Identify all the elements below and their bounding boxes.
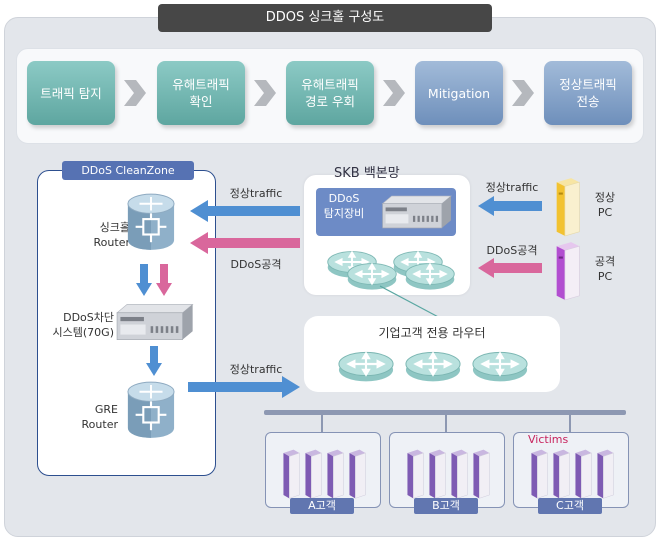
arrow-left-blue-icon	[478, 196, 542, 216]
detect-server-icon	[378, 192, 454, 232]
flow-step-normal-send: 정상트래픽 전송	[544, 61, 632, 125]
backbone-link-line	[379, 285, 445, 321]
attack-pc-label: 공격 PC	[594, 255, 616, 283]
normal-traffic-right-label: 정상traffic	[485, 181, 539, 194]
customer-server-icon	[404, 448, 426, 500]
customer-server-icon	[448, 448, 470, 500]
chevron-right-icon	[124, 80, 146, 106]
customer-server-icon	[324, 448, 346, 500]
customer-server-icon	[470, 448, 492, 500]
sinkhole-router-label: 싱크홀 Router	[93, 221, 130, 249]
customer-server-icon	[346, 448, 368, 500]
sinkhole-router-icon	[126, 192, 176, 252]
victim-server-icon	[528, 448, 550, 500]
victim-server-icon	[550, 448, 572, 500]
arrow-down-blue-icon	[146, 346, 162, 376]
chevron-right-icon	[383, 80, 405, 106]
customer-a-label: A고객	[290, 498, 354, 514]
flow-step-harmful-confirm: 유해트래픽 확인	[157, 61, 245, 125]
gre-router-label: GRE Router	[81, 403, 118, 431]
ddos-attack-right-label: DDoS공격	[486, 244, 538, 257]
gre-router-icon	[126, 380, 176, 440]
customer-c-label: C고객	[538, 498, 602, 514]
corp-router-icon	[471, 344, 529, 384]
customer-server-icon	[280, 448, 302, 500]
victims-label: Victims	[528, 433, 569, 446]
customer-b-label: B고객	[414, 498, 478, 514]
chevron-right-icon	[512, 80, 534, 106]
attack-pc-icon	[552, 240, 582, 302]
chevron-right-icon	[254, 80, 276, 106]
normal-pc-icon	[552, 176, 582, 238]
arrow-down-blue-icon	[136, 264, 152, 296]
corp-router-title: 기업고객 전용 라우터	[378, 326, 486, 340]
ddos-block-server-icon	[112, 300, 196, 344]
arrow-right-blue-icon	[188, 376, 300, 398]
normal-traffic-top-label: 정상traffic	[229, 187, 283, 200]
victim-server-icon	[572, 448, 594, 500]
flow-step-harmful-reroute: 유해트래픽 경로 우회	[286, 61, 374, 125]
bus-connector	[569, 414, 571, 432]
ddos-detect-label: DDoS 탐지장비	[323, 192, 365, 220]
flow-step-mitigation: Mitigation	[415, 61, 503, 125]
normal-traffic-bottom-label: 정상traffic	[229, 363, 283, 376]
normal-pc-label: 정상 PC	[594, 191, 616, 219]
bus-connector	[445, 414, 447, 432]
customer-server-icon	[426, 448, 448, 500]
arrow-down-pink-icon	[156, 264, 172, 296]
corp-router-icon	[337, 344, 395, 384]
arrow-left-blue-icon	[190, 200, 300, 222]
arrow-left-pink-icon	[190, 232, 300, 254]
arrow-left-pink-icon	[478, 258, 542, 278]
corp-router-icon	[404, 344, 462, 384]
cleanzone-label: DDoS CleanZone	[62, 161, 194, 180]
bus-connector	[321, 414, 323, 432]
ddos-block-system-label: DDoS차단 시스템(70G)	[52, 311, 114, 339]
flow-step-traffic-detect: 트래픽 탐지	[27, 61, 115, 125]
diagram-title: DDOS 싱크홀 구성도	[158, 4, 492, 32]
ddos-attack-left-label: DDoS공격	[230, 258, 282, 271]
network-bus	[264, 410, 626, 415]
customer-server-icon	[302, 448, 324, 500]
skb-backbone-title: SKB 백본망	[334, 166, 400, 181]
victim-server-icon	[594, 448, 616, 500]
